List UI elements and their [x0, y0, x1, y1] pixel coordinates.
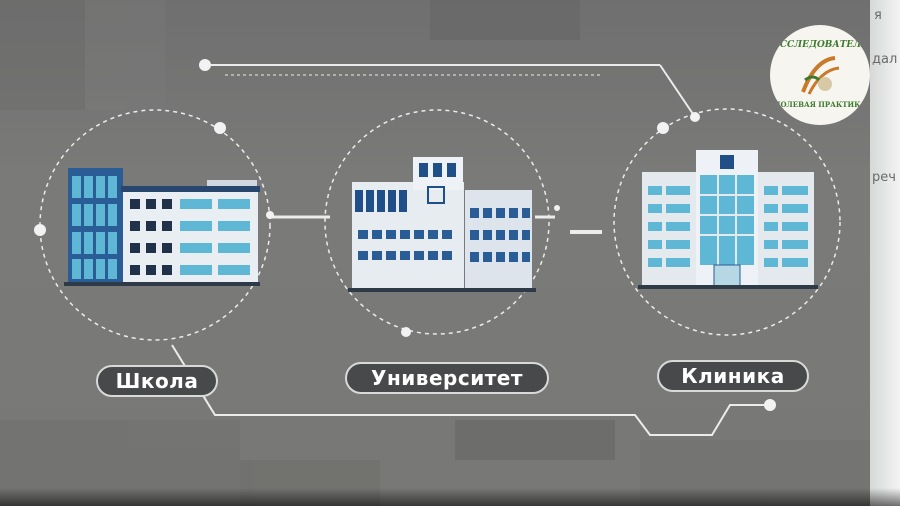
clinic-building-illustration	[638, 150, 818, 289]
logo-emblem-icon	[801, 56, 840, 95]
edge-text-1: я	[874, 8, 882, 23]
label-school: Школа	[96, 365, 218, 397]
edge-text-3: реч	[872, 170, 896, 185]
connector-dots	[34, 59, 776, 411]
logo-bottom-text: ПОЛЕВАЯ ПРАКТИКА	[773, 100, 867, 109]
label-clinic: Клиника	[657, 360, 809, 392]
edge-text-2: дал	[872, 52, 898, 67]
researcher-logo: ИССЛЕДОВАТЕЛЬ ПОЛЕВАЯ ПРАКТИКА	[770, 25, 870, 125]
label-university: Университет	[345, 362, 549, 394]
logo-top-text: ИССЛЕДОВАТЕЛЬ	[771, 40, 869, 50]
adjacent-window-edge: я дал реч	[870, 0, 900, 506]
connector-lines	[171, 64, 770, 436]
screen-bezel-shadow	[0, 488, 900, 506]
school-building-illustration	[64, 168, 260, 286]
university-building-illustration	[348, 157, 536, 292]
